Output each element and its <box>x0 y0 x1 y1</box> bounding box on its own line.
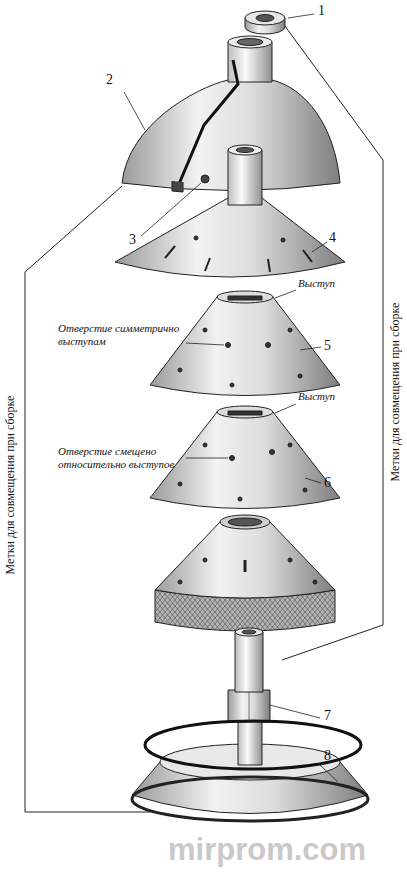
separating-disc <box>150 406 340 509</box>
callout-number: 3 <box>129 232 136 248</box>
callout-number: 8 <box>324 748 331 764</box>
holder-cone <box>155 515 335 631</box>
callout-number: 7 <box>324 708 331 724</box>
shaft-part <box>228 628 270 765</box>
mark-label: Метки для совмещения при сборке <box>389 303 403 482</box>
watermark: mirprom.com <box>168 832 366 868</box>
note-label: Отверстие симметрично выступам <box>58 322 184 347</box>
leader-lines <box>124 14 338 782</box>
mark-label: Метки для совмещения при сборке <box>4 396 18 575</box>
ring-part <box>245 11 285 34</box>
callout-number: 5 <box>324 338 331 354</box>
callout-number: 6 <box>324 475 331 491</box>
separating-disc <box>150 291 340 396</box>
callout-number: 1 <box>318 3 325 19</box>
note-label: Отверстие смещено относительно выступов <box>58 445 184 470</box>
callout-number: 4 <box>329 230 336 246</box>
mark-line <box>25 186 150 812</box>
ball-part <box>201 175 209 183</box>
cone-part <box>115 145 345 277</box>
callout-number: 2 <box>106 72 113 88</box>
note-label: Выступ <box>298 390 335 403</box>
o-ring <box>145 721 361 769</box>
note-label: Выступ <box>298 277 335 290</box>
